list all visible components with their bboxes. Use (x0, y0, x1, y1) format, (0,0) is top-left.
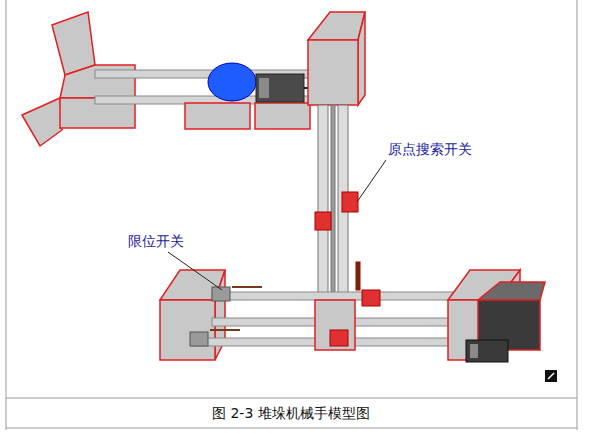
limit-switch-body (232, 286, 262, 288)
page-frame (6, 0, 577, 430)
lower-switch (362, 290, 380, 306)
upper-carriage (185, 103, 250, 129)
top-right-block (308, 40, 358, 105)
top-right-block (308, 12, 365, 105)
upper-motor (256, 74, 304, 102)
page-frame (6, 398, 577, 399)
lower-switch (330, 262, 380, 346)
resize-icon (545, 370, 557, 382)
limit-switch-body (210, 329, 240, 331)
leader-line (168, 252, 222, 290)
upper-motor (259, 78, 269, 98)
limit-switch-body (190, 332, 208, 346)
page-frame (6, 0, 7, 430)
figure-caption: 图 2-3 堆垛机械手模型图 (212, 405, 370, 421)
lower-carriage (315, 300, 355, 350)
blue-weight (208, 63, 256, 101)
page-frame (6, 428, 577, 429)
gripper (52, 12, 95, 75)
resize-icon (545, 370, 557, 382)
lower-carriage (315, 300, 355, 350)
gripper (22, 98, 62, 146)
switch-label: 原点搜索开关 (388, 141, 472, 157)
lower-switch (356, 262, 360, 290)
lower-left-block (160, 300, 215, 360)
lower-motor (466, 340, 508, 362)
lower-motor (466, 340, 508, 362)
vertical-switch (315, 192, 358, 230)
resize-icon (548, 373, 554, 379)
lower-motor (470, 344, 478, 358)
upper-motor (256, 74, 313, 102)
vertical-switch (342, 192, 358, 212)
lower-rail (212, 292, 462, 300)
upper-carriage (255, 103, 310, 129)
leader-line (168, 160, 386, 290)
top-right-block (358, 12, 365, 105)
blue-weight (208, 63, 256, 101)
leader-line (357, 160, 386, 202)
upper-carriage (185, 103, 310, 129)
top-right-block (308, 12, 365, 40)
vertical-switch (315, 212, 331, 230)
lower-switch (330, 330, 348, 346)
upper-rail (95, 70, 315, 104)
gripper (22, 12, 135, 146)
pallet-box (478, 282, 545, 300)
page-frame (577, 0, 578, 430)
switch-label: 限位开关 (128, 233, 184, 249)
limit-switch-body (190, 287, 262, 346)
